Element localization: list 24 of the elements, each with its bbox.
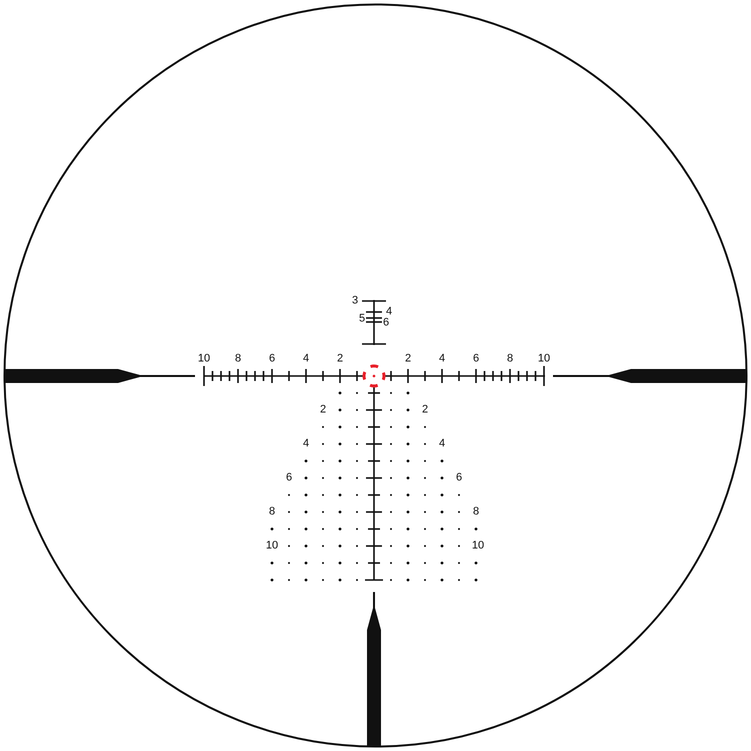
scale-number: 2 — [422, 404, 428, 416]
scale-number: 6 — [472, 354, 480, 364]
scale-number: 8 — [472, 506, 480, 518]
scale-number: 2 — [320, 404, 326, 416]
scale-number: 4 — [386, 306, 392, 318]
scale-number: 5 — [358, 314, 366, 324]
scale-number: 10 — [538, 354, 550, 364]
scale-number: 6 — [286, 472, 292, 484]
scale-number: 4 — [302, 354, 310, 364]
scale-number: 6 — [382, 318, 390, 328]
scale-number: 8 — [506, 354, 514, 364]
scale-number: 10 — [266, 540, 278, 552]
scale-number: 10 — [198, 354, 210, 364]
scale-number: 2 — [336, 354, 344, 364]
scale-number: 8 — [268, 506, 276, 518]
scale-number: 10 — [472, 540, 484, 552]
scale-number: 4 — [438, 438, 446, 450]
scale-number: 4 — [438, 354, 446, 364]
scale-number: 8 — [234, 354, 242, 364]
scale-number: 3 — [352, 296, 358, 306]
scale-number: 6 — [456, 472, 462, 484]
scale-number: 4 — [302, 438, 310, 450]
scale-number: 2 — [404, 354, 412, 364]
scale-number: 6 — [268, 354, 276, 364]
